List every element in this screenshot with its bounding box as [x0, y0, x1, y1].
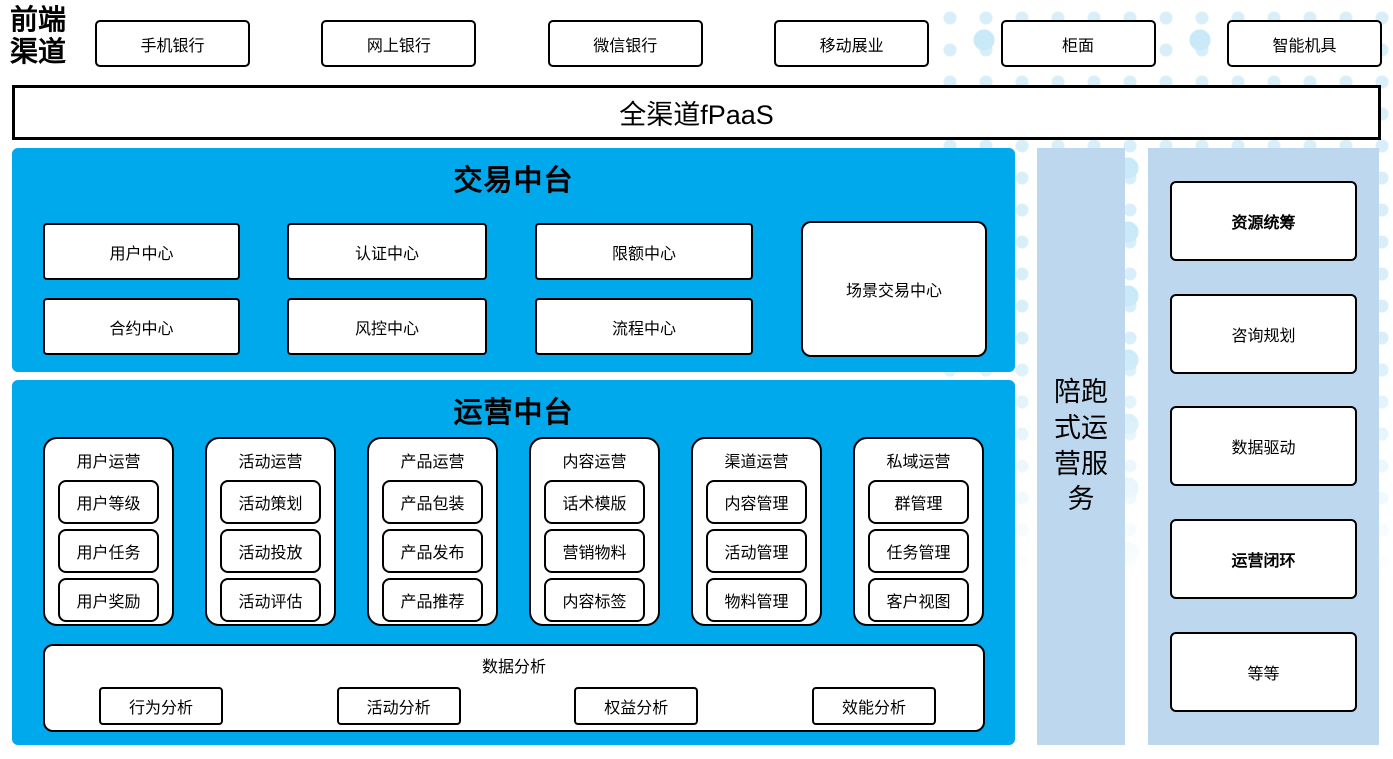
group-item: 产品发布: [382, 529, 483, 573]
analytics-box-efficiency: 效能分析: [811, 687, 936, 725]
operation-platform-section: 运营中台 用户运营 用户等级 用户任务 用户奖励 活动运营 活动策划 活动投放 …: [12, 380, 1015, 745]
operation-groups-row: 用户运营 用户等级 用户任务 用户奖励 活动运营 活动策划 活动投放 活动评估 …: [43, 437, 984, 626]
analytics-box-activity: 活动分析: [336, 687, 461, 725]
group-item: 活动投放: [220, 529, 321, 573]
group-item: 产品包装: [382, 480, 483, 524]
channel-box-mobile-marketing: 移动展业: [774, 20, 930, 67]
operation-platform-title: 运营中台: [453, 397, 574, 429]
channel-box-counter: 柜面: [1000, 20, 1156, 67]
group-item: 物料管理: [706, 578, 807, 622]
channel-box-online-banking: 网上银行: [321, 20, 477, 67]
group-title: 渠道运营: [724, 454, 789, 471]
group-item: 活动评估: [220, 578, 321, 622]
center-box-limit: 限额中心: [535, 223, 753, 280]
group-card-channel-operation: 渠道运营 内容管理 活动管理 物料管理: [691, 437, 822, 626]
group-item: 产品推荐: [382, 578, 483, 622]
transaction-platform-title: 交易中台: [453, 165, 574, 197]
service-box-data-driven: 数据驱动: [1170, 406, 1357, 487]
analytics-box-behavior: 行为分析: [99, 687, 223, 725]
service-box-consulting-planning: 咨询规划: [1170, 293, 1357, 374]
center-box-risk: 风控中心: [287, 298, 487, 355]
group-item: 用户等级: [58, 480, 159, 524]
data-analytics-bar: 数据分析 行为分析 活动分析 权益分析 效能分析: [43, 644, 985, 732]
transaction-platform-section: 交易中台 用户中心 认证中心 限额中心 合约中心 风控中心 流程中心 场景交易中…: [12, 148, 1015, 372]
group-title: 用户运营: [76, 454, 141, 471]
center-box-process: 流程中心: [535, 298, 753, 355]
analytics-box-benefit: 权益分析: [574, 687, 699, 725]
channel-box-wechat-banking: 微信银行: [547, 20, 703, 67]
group-card-private-domain-operation: 私域运营 群管理 任务管理 客户视图: [853, 437, 984, 626]
service-box-resource-coordination: 资源统筹: [1170, 180, 1357, 261]
data-analytics-row: 行为分析 活动分析 权益分析 效能分析: [45, 677, 983, 725]
center-box-user: 用户中心: [43, 223, 240, 280]
group-title: 内容运营: [562, 454, 627, 471]
group-title: 产品运营: [400, 454, 465, 471]
service-box-etc: 等等: [1170, 632, 1357, 713]
group-card-activity-operation: 活动运营 活动策划 活动投放 活动评估: [205, 437, 336, 626]
group-card-product-operation: 产品运营 产品包装 产品发布 产品推荐: [367, 437, 498, 626]
channel-box-smart-devices: 智能机具: [1226, 20, 1382, 67]
group-card-content-operation: 内容运营 话术模版 营销物料 内容标签: [529, 437, 660, 626]
accompany-service-label: 陪跑式运营服务: [1054, 377, 1108, 515]
front-channels-row: 手机银行 网上银行 微信银行 移动展业 柜面 智能机具: [95, 20, 1382, 67]
center-box-auth: 认证中心: [287, 223, 487, 280]
group-item: 活动管理: [706, 529, 807, 573]
center-box-contract: 合约中心: [43, 298, 240, 355]
group-item: 内容管理: [706, 480, 807, 524]
group-title: 私域运营: [886, 454, 951, 471]
group-item: 活动策划: [220, 480, 321, 524]
group-card-user-operation: 用户运营 用户等级 用户任务 用户奖励: [43, 437, 174, 626]
group-item: 用户奖励: [58, 578, 159, 622]
service-panel: 资源统筹 咨询规划 数据驱动 运营闭环 等等: [1148, 148, 1379, 745]
front-channels-label: 前端渠道: [10, 5, 67, 69]
group-item: 用户任务: [58, 529, 159, 573]
group-item: 内容标签: [544, 578, 645, 622]
group-item: 任务管理: [868, 529, 969, 573]
center-box-scene-transaction: 场景交易中心: [801, 221, 987, 357]
group-item: 话术模版: [544, 480, 645, 524]
group-item: 群管理: [868, 480, 969, 524]
channel-box-mobile-banking: 手机银行: [95, 20, 250, 67]
group-title: 活动运营: [238, 454, 303, 471]
group-item: 营销物料: [544, 529, 645, 573]
data-analytics-title: 数据分析: [481, 659, 546, 676]
accompany-service-column: 陪跑式运营服务: [1037, 148, 1125, 745]
group-item: 客户视图: [868, 578, 969, 622]
service-box-operation-loop: 运营闭环: [1170, 519, 1357, 600]
fpaas-band: 全渠道fPaaS: [12, 85, 1381, 140]
